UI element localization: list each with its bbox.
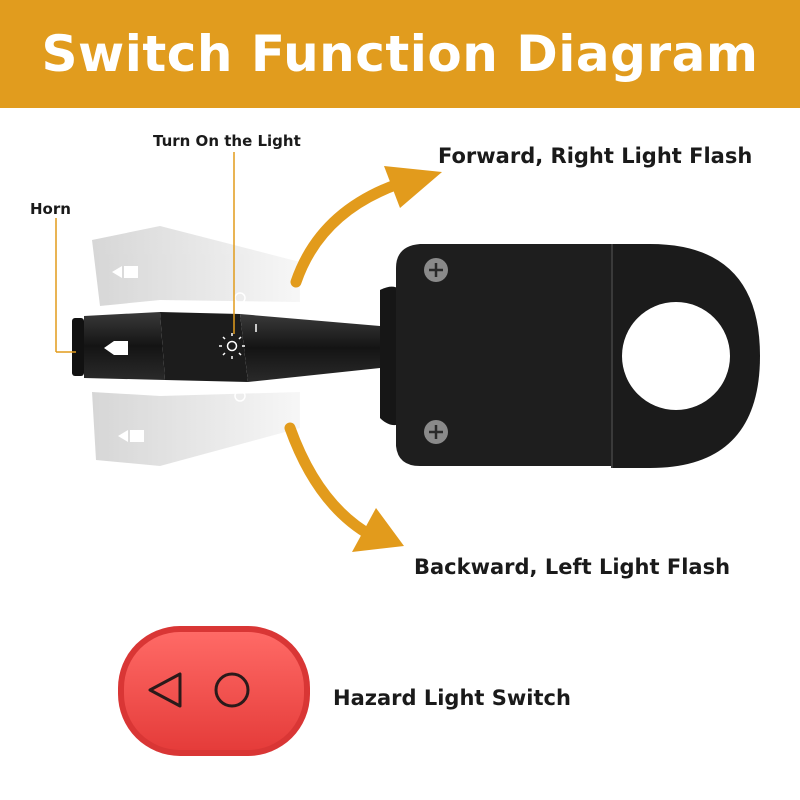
mounting-hole <box>622 302 730 410</box>
screw-icon <box>424 258 448 282</box>
triangle-icon <box>148 672 182 708</box>
horn-icon <box>118 430 144 442</box>
ghost-lever-up <box>92 226 300 306</box>
light-icon <box>234 292 246 304</box>
switch-housing <box>380 244 760 468</box>
header-banner: Switch Function Diagram <box>0 0 800 108</box>
turn-on-light-label: Turn On the Light <box>153 132 301 150</box>
forward-label: Forward, Right Light Flash <box>438 144 753 168</box>
circle-icon <box>214 672 250 708</box>
forward-arrow <box>290 166 442 288</box>
screw-icon <box>424 420 448 444</box>
hazard-button <box>118 626 310 756</box>
horn-icon <box>112 266 138 278</box>
light-icon <box>219 333 245 359</box>
light-icon <box>234 390 246 402</box>
hazard-label: Hazard Light Switch <box>333 686 571 710</box>
main-lever <box>72 312 380 382</box>
horn-label: Horn <box>30 200 71 218</box>
horn-icon <box>104 341 128 355</box>
backward-label: Backward, Left Light Flash <box>414 555 731 579</box>
ghost-lever-down <box>92 390 300 466</box>
backward-arrow <box>284 422 404 552</box>
page-title: Switch Function Diagram <box>41 25 759 83</box>
